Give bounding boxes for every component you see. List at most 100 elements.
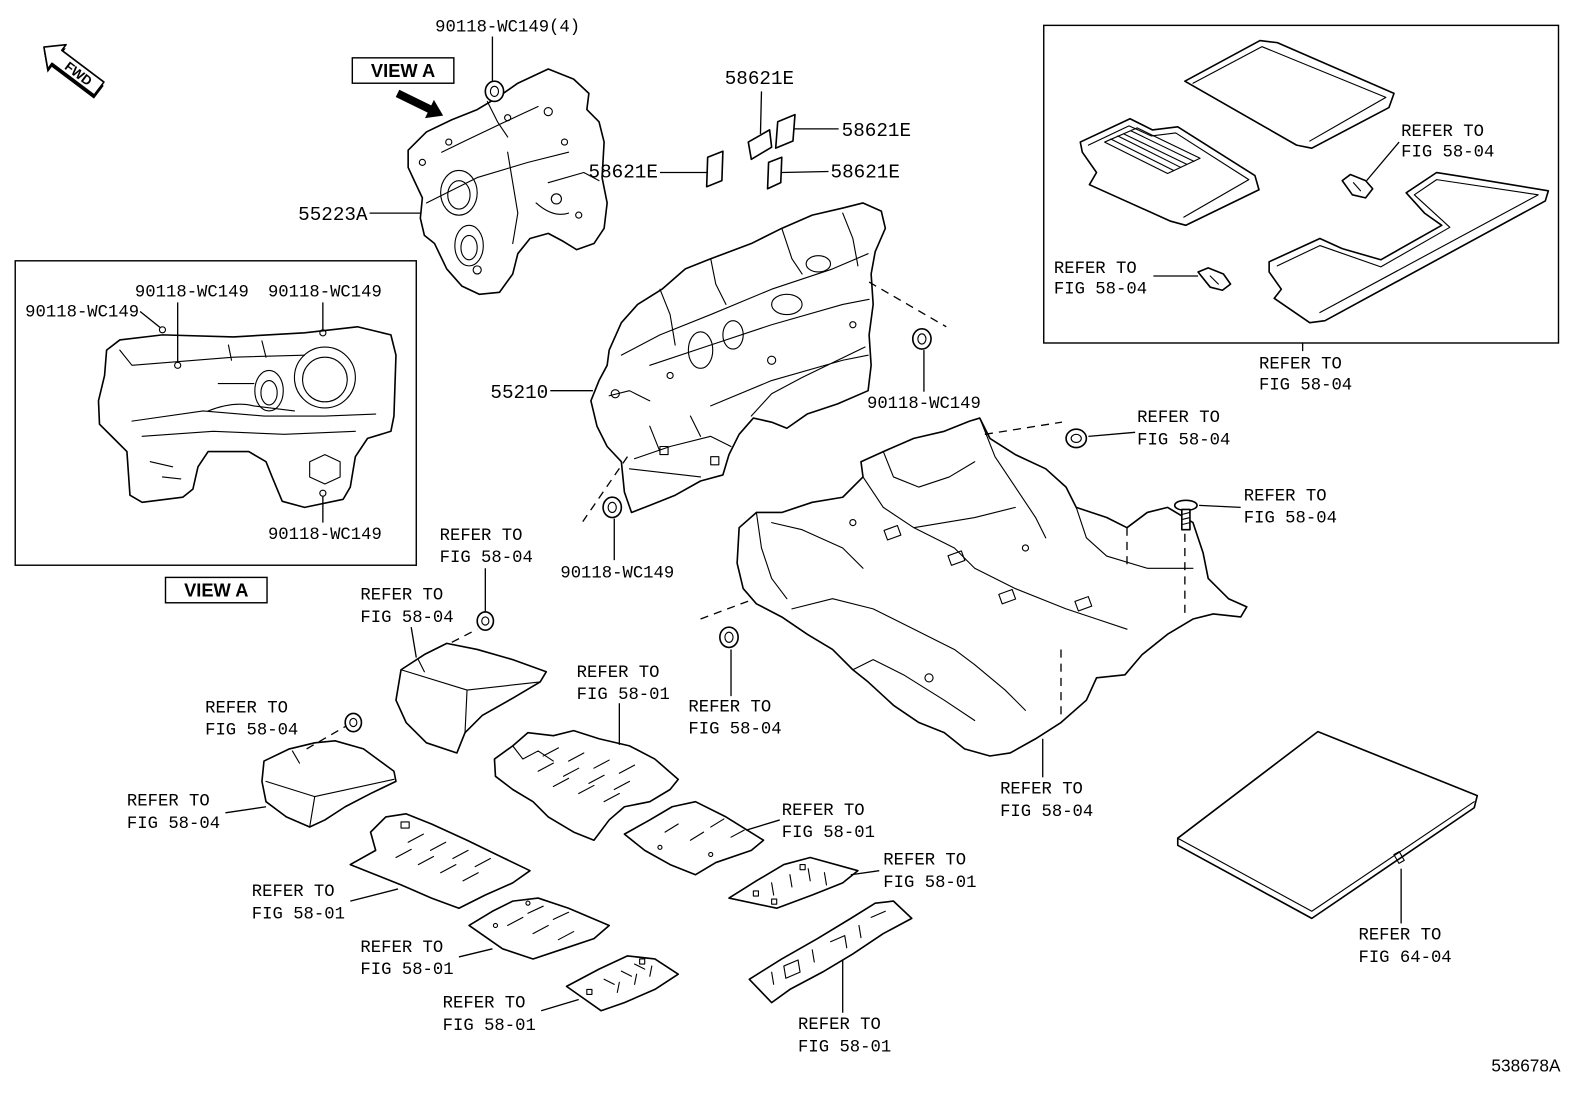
callout-line-1: REFER TO	[577, 664, 660, 683]
refer-to-callout-4: REFER TO FIG 58-04	[1244, 487, 1337, 528]
callout-line-2: FIG 58-01	[883, 874, 976, 893]
callout-line-2: FIG 58-01	[360, 961, 453, 980]
callout-line-2: FIG 58-04	[1401, 143, 1494, 162]
refer-to-callout-13: REFER TO FIG 58-01	[883, 852, 976, 893]
refer-to-callout-1: REFER TO FIG 58-04	[1054, 260, 1147, 299]
inset-part-number-3: 90118-WC149	[25, 304, 139, 323]
callout-line-1: REFER TO	[205, 699, 288, 718]
refer-to-callout-11: REFER TO FIG 58-04	[1000, 781, 1093, 822]
callout-line-1: REFER TO	[360, 939, 443, 958]
under-panel-g	[565, 955, 680, 1012]
callout-line-1: REFER TO	[1259, 355, 1342, 374]
callout-line-2: FIG 58-04	[127, 815, 220, 834]
refer-to-callout-15: REFER TO FIG 64-04	[1358, 927, 1451, 968]
under-panel-b	[261, 739, 397, 828]
clip-90118-wc149-right	[911, 327, 932, 350]
insulator-pad-55223a	[407, 68, 608, 296]
view-a-direction-arrow-icon	[395, 89, 444, 119]
callout-line-2: FIG 58-04	[205, 722, 298, 741]
part-number-clip-bottom: 90118-WC149	[560, 564, 674, 583]
part-number-58621e-right-lower: 58621E	[831, 162, 900, 184]
carpet-clip	[1065, 428, 1088, 449]
part-number-58621e-top: 58621E	[725, 68, 794, 90]
clip-panel-a	[476, 611, 495, 631]
callout-line-1: REFER TO	[798, 1016, 881, 1035]
callout-line-2: FIG 58-04	[1259, 377, 1352, 396]
under-panel-f	[468, 897, 610, 960]
under-panel-a	[395, 642, 548, 754]
callout-line-1: REFER TO	[782, 802, 865, 821]
callout-line-1: REFER TO	[1000, 781, 1083, 800]
refer-to-callout-18: REFER TO FIG 58-01	[798, 1016, 891, 1057]
callout-line-2: FIG 58-01	[782, 824, 875, 843]
under-panel-e	[349, 813, 531, 910]
callout-line-1: REFER TO	[1358, 927, 1441, 946]
clip-90118-wc149-top	[484, 80, 505, 103]
view-a-inset: 90118-WC149 90118-WC149 90118-WC149 9011…	[14, 260, 417, 566]
callout-line-1: REFER TO	[1244, 487, 1327, 506]
callout-line-2: FIG 58-04	[1137, 431, 1230, 450]
callout-line-1: REFER TO	[883, 852, 966, 871]
part-number-clip-right: 90118-WC149	[867, 395, 981, 414]
refer-to-callout-14: REFER TO FIG 58-01	[252, 883, 345, 924]
callout-line-1: REFER TO	[440, 527, 523, 546]
refer-to-callout-10: REFER TO FIG 58-04	[127, 793, 220, 834]
refer-to-callout-8: REFER TO FIG 58-04	[205, 699, 298, 740]
refer-to-callout-17: REFER TO FIG 58-01	[443, 995, 536, 1036]
callout-line-2: FIG 58-04	[360, 609, 453, 628]
refer-to-callout-12: REFER TO FIG 58-01	[782, 802, 875, 843]
callout-line-1: REFER TO	[127, 793, 210, 812]
callout-line-1: REFER TO	[1401, 123, 1484, 142]
callout-line-2: FIG 64-04	[1358, 949, 1451, 968]
floor-carpet	[736, 417, 1248, 757]
callout-line-2: FIG 58-01	[252, 905, 345, 924]
clip-90118-wc149-bottom	[602, 496, 623, 519]
refer-to-callout-5: REFER TO FIG 58-04	[440, 527, 533, 568]
view-a-text: VIEW A	[371, 60, 435, 81]
pads-58621e	[705, 113, 796, 190]
refer-to-callout-7: REFER TO FIG 58-01	[577, 664, 670, 705]
refer-to-callout-9: REFER TO FIG 58-04	[688, 698, 781, 739]
part-number-clip-top: 90118-WC149(4)	[435, 18, 580, 37]
callout-line-2: FIG 58-01	[443, 1017, 536, 1036]
callout-line-2: FIG 58-04	[688, 721, 781, 740]
callout-line-2: FIG 58-04	[440, 549, 533, 568]
inset-part-number-2: 90118-WC149	[268, 283, 382, 302]
illustration-number: 538678A	[1491, 1056, 1561, 1076]
under-panel-d	[623, 800, 765, 876]
part-number-55210: 55210	[490, 382, 548, 404]
inset-part-number-1: 90118-WC149	[135, 283, 249, 302]
under-panel-i	[748, 900, 913, 1004]
dash-silencer-55210	[590, 202, 887, 514]
callout-line-1: REFER TO	[360, 587, 443, 606]
refer-to-callout-3: REFER TO FIG 58-04	[1137, 409, 1230, 450]
refer-to-callout-2: REFER TO FIG 58-04	[1259, 355, 1352, 395]
callout-line-2: FIG 58-01	[577, 686, 670, 705]
callout-line-2: FIG 58-04	[1054, 280, 1147, 299]
part-number-58621e-right-upper: 58621E	[842, 120, 911, 142]
trunk-mat	[1176, 730, 1479, 920]
part-number-55223a: 55223A	[298, 204, 368, 226]
refer-to-callout-16: REFER TO FIG 58-01	[360, 939, 453, 980]
callout-line-1: REFER TO	[1137, 409, 1220, 428]
callout-line-1: REFER TO	[1054, 260, 1137, 279]
under-panel-h	[728, 856, 859, 910]
callout-line-1: REFER TO	[252, 883, 335, 902]
callout-line-1: REFER TO	[443, 995, 526, 1014]
refer-to-callout-0: REFER TO FIG 58-04	[1401, 123, 1494, 162]
callout-line-2: FIG 58-01	[798, 1038, 891, 1057]
screw	[1173, 499, 1198, 531]
callout-line-2: FIG 58-04	[1000, 803, 1093, 822]
clip-panel-b	[344, 712, 363, 733]
view-a-label-inset: VIEW A	[164, 576, 268, 604]
part-number-58621e-left: 58621E	[589, 162, 658, 184]
floor-mats-inset	[1043, 24, 1560, 344]
view-a-label-main: VIEW A	[351, 57, 455, 84]
refer-to-callout-6: REFER TO FIG 58-04	[360, 587, 453, 628]
fwd-arrow-icon: FWD	[43, 43, 105, 99]
callout-line-2: FIG 58-04	[1244, 510, 1337, 529]
view-a-inset-text: VIEW A	[184, 580, 248, 601]
inset-part-number-4: 90118-WC149	[268, 526, 382, 545]
under-panel-c	[493, 729, 680, 842]
